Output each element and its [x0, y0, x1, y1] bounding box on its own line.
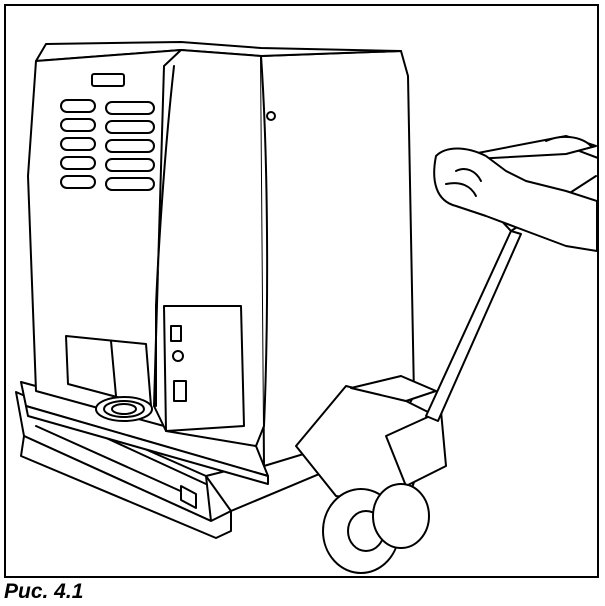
figure-frame — [4, 4, 599, 578]
illustration-vending-machine-on-pallet-truck — [15, 41, 597, 574]
operator-hand — [433, 135, 597, 252]
vending-machine — [20, 41, 415, 485]
figure-caption: Рис. 4.1 — [4, 580, 84, 603]
pallet-truck-chassis — [295, 375, 447, 574]
